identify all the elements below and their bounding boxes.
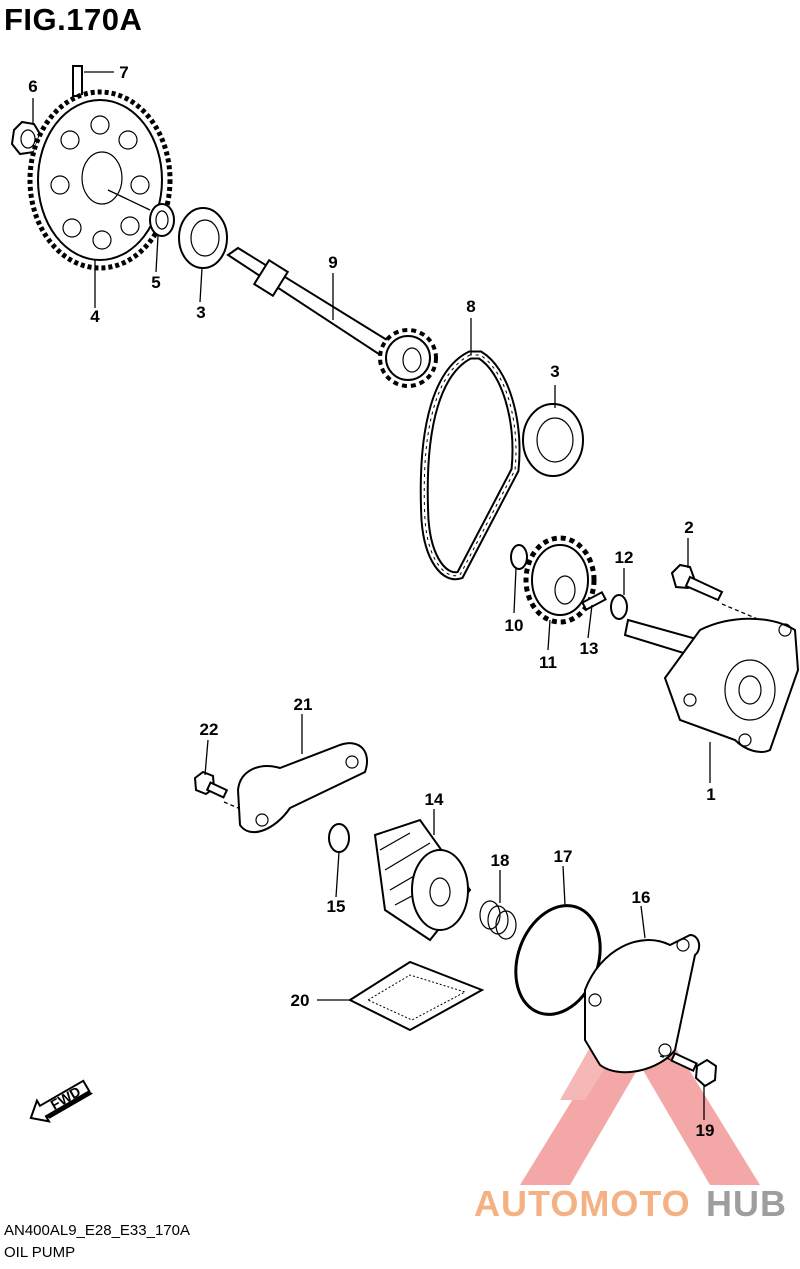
part-3-bearing-upper <box>178 207 228 269</box>
callout-1: 1 <box>706 785 715 804</box>
callout-11: 11 <box>539 653 557 672</box>
callout-18: 18 <box>491 851 510 870</box>
callout-22: 22 <box>200 720 219 739</box>
watermark-brand-right: HUB <box>706 1183 787 1224</box>
watermark-brand: AUTOMOTO HUB <box>474 1183 787 1224</box>
callout-15: 15 <box>327 897 346 916</box>
callout-6: 6 <box>28 77 37 96</box>
leader-lines <box>32 71 761 1120</box>
part-20-strainer <box>347 960 485 1032</box>
part-1-oil-pump <box>623 617 800 753</box>
part-16-filter-cap <box>584 933 701 1074</box>
callout-12: 12 <box>615 548 634 567</box>
part-18-spring <box>479 900 517 940</box>
part-15-o-ring <box>328 823 350 853</box>
callout-7: 7 <box>119 63 128 82</box>
model-code: AN400AL9_E28_E33_170A <box>4 1222 190 1239</box>
part-7-pin <box>72 65 83 97</box>
section-name: OIL PUMP <box>4 1244 76 1261</box>
part-8-chain <box>419 350 521 581</box>
callout-labels: 1 2 3 3 4 5 6 7 8 9 10 11 12 13 14 15 16… <box>28 63 715 1140</box>
callout-9: 9 <box>328 253 337 272</box>
callout-4: 4 <box>90 307 100 326</box>
callout-2: 2 <box>684 518 693 537</box>
callout-19: 19 <box>696 1121 715 1140</box>
part-2-bolt <box>670 563 724 602</box>
part-14-oil-filter <box>373 818 472 942</box>
callout-3-middle: 3 <box>550 362 559 381</box>
part-21-cover-plate <box>236 742 368 834</box>
part-9-shaft <box>226 246 438 388</box>
part-4-gear <box>27 89 173 271</box>
callout-16: 16 <box>632 888 651 907</box>
callout-14: 14 <box>425 790 444 809</box>
callout-21: 21 <box>294 695 313 714</box>
callout-5: 5 <box>151 273 160 292</box>
watermark-brand-left: AUTOMOTO <box>474 1183 691 1224</box>
part-22-bolt <box>193 770 229 799</box>
callout-8: 8 <box>466 297 475 316</box>
part-11-sprocket <box>523 535 597 625</box>
part-12-washer <box>610 594 628 620</box>
part-10-circlip <box>510 544 528 570</box>
callout-20: 20 <box>291 991 310 1010</box>
callout-13: 13 <box>580 639 599 658</box>
part-3-bearing-middle <box>522 403 584 477</box>
callout-3-upper: 3 <box>196 303 205 322</box>
part-5-washer <box>149 203 175 237</box>
figure-title: FIG.170A <box>4 2 143 37</box>
fwd-arrow-icon: FWD <box>29 1079 93 1123</box>
callout-17: 17 <box>554 847 573 866</box>
part-19-bolt <box>670 1051 718 1088</box>
callout-10: 10 <box>505 616 524 635</box>
part-13-pin <box>581 590 607 612</box>
